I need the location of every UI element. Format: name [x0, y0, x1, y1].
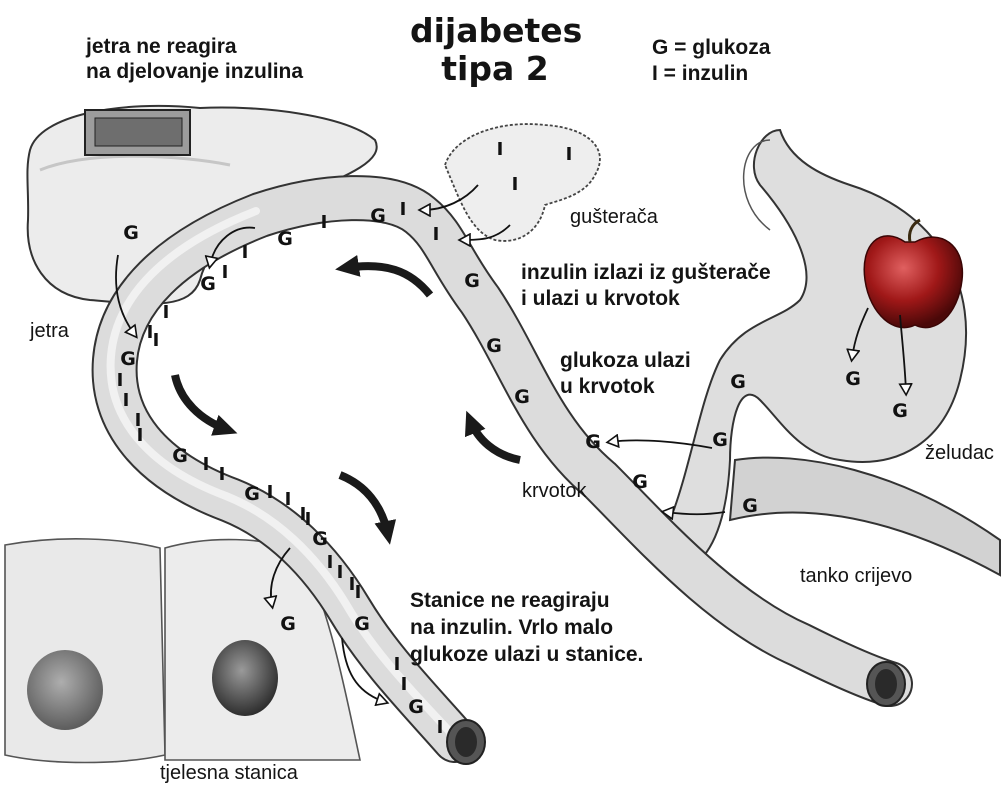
insulin-marker: I: [394, 654, 401, 675]
insulin-marker: I: [327, 552, 334, 573]
glucose-marker: G: [277, 228, 293, 250]
glucose-marker: G: [632, 471, 648, 493]
legend-glucose: G = glukoza: [652, 35, 770, 61]
insulin-marker: I: [222, 262, 229, 283]
insulin-marker: I: [117, 370, 124, 391]
glucose-marker: G: [200, 273, 216, 295]
insulin-marker: I: [305, 509, 312, 530]
insulin-marker: I: [203, 454, 210, 475]
insulin-marker: I: [137, 425, 144, 446]
insulin-marker: I: [566, 144, 573, 165]
insulin-marker: I: [497, 139, 504, 160]
glucose-marker: G: [730, 371, 746, 393]
caption-glucose-line-2: u krvotok: [560, 374, 655, 400]
insulin-marker: I: [400, 199, 407, 220]
title-line-2: tipa 2: [410, 50, 580, 88]
insulin-marker: I: [123, 390, 130, 411]
title-line-1: dijabetes: [410, 12, 580, 50]
caption-insulin-line-2: i ulazi u krvotok: [521, 286, 680, 312]
glucose-marker: G: [892, 400, 908, 422]
caption-liver-line-2: na djelovanje inzulina: [86, 59, 303, 85]
insulin-marker: I: [437, 717, 444, 738]
glucose-marker: G: [123, 222, 139, 244]
insulin-marker: I: [163, 302, 170, 323]
caption-liver-line-1: jetra ne reagira: [86, 34, 237, 60]
glucose-marker: G: [585, 431, 601, 453]
glucose-marker: G: [408, 696, 424, 718]
label-pancreas: gušterača: [570, 206, 658, 229]
insulin-marker: I: [242, 242, 249, 263]
caption-cells-line-2: na inzulin. Vrlo malo: [410, 615, 613, 641]
caption-insulin-line-1: inzulin izlazi iz gušterače: [521, 260, 771, 286]
insulin-marker: I: [355, 582, 362, 603]
label-bloodstream: krvotok: [522, 480, 586, 503]
glucose-marker: G: [312, 528, 328, 550]
glucose-marker: G: [280, 613, 296, 635]
glucose-marker: G: [464, 270, 480, 292]
insulin-marker: I: [285, 489, 292, 510]
label-small-intestine: tanko crijevo: [800, 565, 912, 588]
glucose-marker: G: [742, 495, 758, 517]
label-liver: jetra: [30, 320, 69, 343]
glucose-marker: G: [712, 429, 728, 451]
small-intestine: [730, 458, 1000, 575]
insulin-marker: I: [512, 174, 519, 195]
legend-insulin: I = inzulin: [652, 61, 748, 87]
insulin-marker: I: [219, 464, 226, 485]
insulin-marker: I: [267, 482, 274, 503]
glucose-marker: G: [845, 368, 861, 390]
glucose-marker: G: [354, 613, 370, 635]
glucose-marker: G: [120, 348, 136, 370]
label-stomach: želudac: [925, 442, 994, 465]
glucose-marker: G: [244, 483, 260, 505]
glucose-marker: G: [486, 335, 502, 357]
glucose-marker: G: [514, 386, 530, 408]
caption-glucose-line-1: glukoza ulazi: [560, 348, 691, 374]
caption-cells-line-3: glukoze ulazi u stanice.: [410, 642, 643, 668]
caption-cells-line-1: Stanice ne reagiraju: [410, 588, 610, 614]
insulin-marker: I: [433, 224, 440, 245]
insulin-marker: I: [337, 562, 344, 583]
body-cell-left: [5, 539, 165, 763]
insulin-marker: I: [153, 330, 160, 351]
glucose-marker: G: [172, 445, 188, 467]
glucose-marker: G: [370, 205, 386, 227]
insulin-marker: I: [321, 212, 328, 233]
insulin-marker: I: [401, 674, 408, 695]
label-body-cell: tjelesna stanica: [160, 762, 298, 785]
